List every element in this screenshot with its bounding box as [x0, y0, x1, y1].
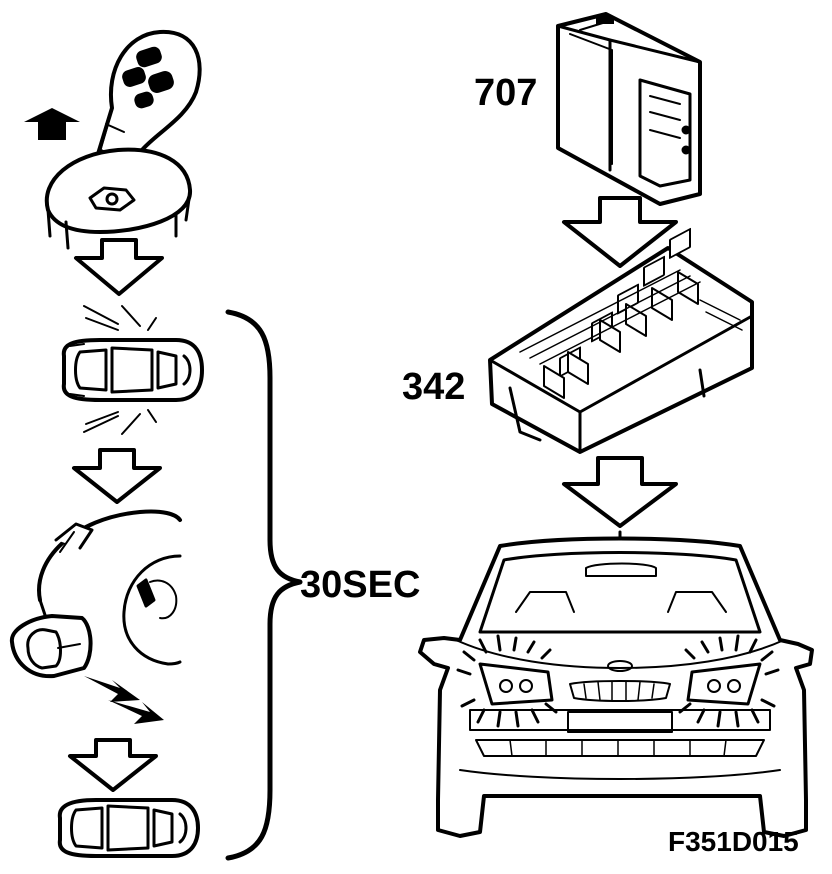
down-arrow-icon — [74, 238, 164, 296]
down-arrow-icon — [68, 738, 158, 792]
down-arrow-icon — [562, 196, 678, 268]
ignition-barrel-icon — [9, 509, 182, 724]
control-module-707-icon — [556, 12, 702, 206]
curly-brace-icon — [225, 309, 303, 861]
up-arrow-icon — [24, 108, 80, 140]
key-fob-icon — [96, 29, 202, 168]
relay-box-342-icon — [488, 227, 754, 454]
down-arrow-icon — [562, 456, 678, 528]
car-front-view-icon — [418, 530, 814, 838]
ignition-switch-icon — [44, 147, 193, 250]
figure-id-label: F351D015 — [668, 826, 799, 857]
car-top-view-icon — [57, 798, 200, 858]
module-342-label: 342 — [402, 366, 466, 408]
module-707-label: 707 — [474, 72, 538, 114]
duration-label: 30SEC — [300, 564, 421, 606]
car-top-view-icon — [61, 305, 204, 435]
down-arrow-icon — [72, 448, 162, 504]
